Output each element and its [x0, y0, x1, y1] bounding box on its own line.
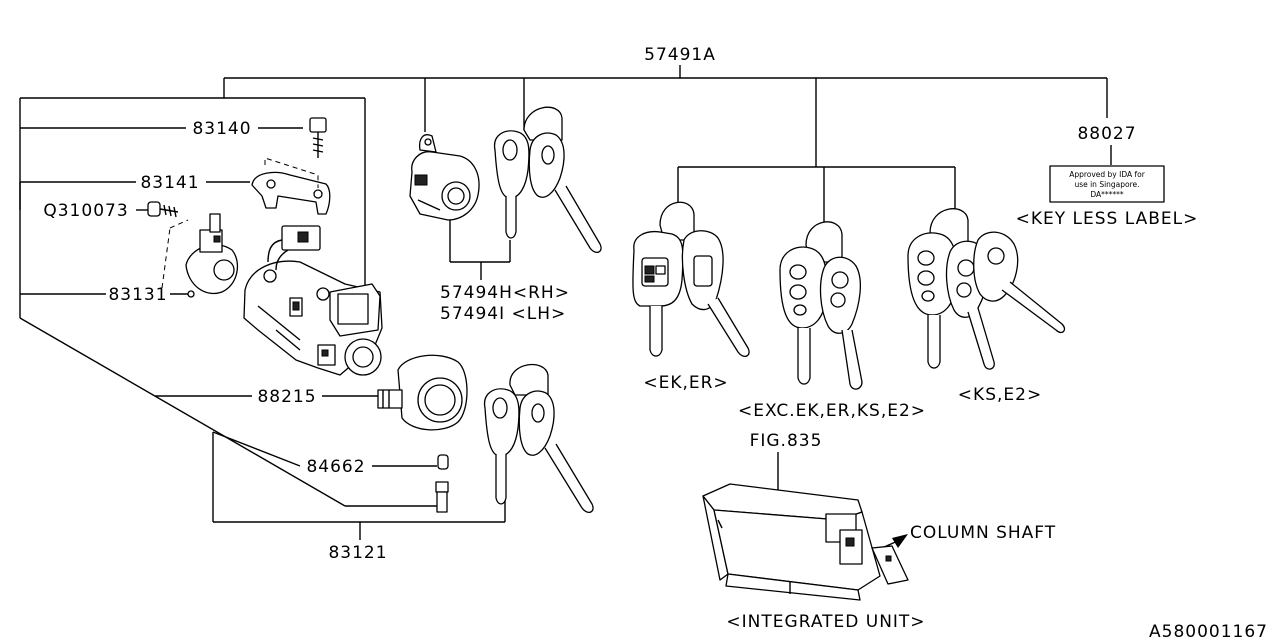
label-variant-ek-er: <EK,ER>: [643, 373, 728, 393]
keyless-key-ek-er-icon: [632, 201, 750, 357]
label-88027: 88027: [1077, 124, 1136, 144]
key-pair-lower-icon: [483, 363, 594, 513]
label-83121: 83121: [328, 543, 387, 563]
label-83140: 83140: [192, 119, 251, 139]
key-cylinder-icon: [409, 134, 480, 221]
label-57494i-lh: 57494I <LH>: [440, 304, 566, 324]
ignition-switch-icon: [161, 213, 239, 298]
label-integrated-unit: <INTEGRATED UNIT>: [726, 612, 925, 632]
label-fig-835: FIG.835: [750, 431, 823, 451]
label-column-shaft: COLUMN SHAFT: [910, 523, 1056, 543]
antenna-ring-icon: [377, 354, 468, 431]
leader-lines: [19, 65, 1112, 549]
screw-icon: [147, 201, 179, 218]
bolt-icon: [309, 117, 327, 158]
label-83131: 83131: [108, 285, 167, 305]
label-card-line1: Approved by IDA for: [1069, 170, 1146, 179]
label-84662: 84662: [306, 457, 365, 477]
clamp-icon: [251, 157, 331, 215]
label-variant-exc: <EXC.EK,ER,KS,E2>: [738, 401, 926, 421]
diagram-id: A580001167: [1149, 622, 1268, 640]
pin-icon: [435, 481, 449, 513]
label-variant-ks-e2: <KS,E2>: [958, 385, 1042, 405]
key-pair-icon: [493, 106, 602, 253]
label-card-line2: use in Singapore.: [1074, 180, 1139, 189]
label-key-less-label: <KEY LESS LABEL>: [1016, 209, 1199, 229]
keyless-label-card: Approved by IDA for use in Singapore. DA…: [1049, 165, 1165, 203]
keyless-key-standard-icon: [779, 221, 863, 390]
part-labels: 57491A 83140 83141 Q310073 83131 88215 8…: [43, 45, 1268, 640]
integrated-unit-icon: [702, 483, 909, 601]
label-88215: 88215: [257, 387, 316, 407]
steering-lock-housing-icon: [243, 225, 383, 376]
label-83141: 83141: [140, 173, 199, 193]
keyless-key-ks-e2-icon: [907, 208, 1066, 370]
label-card-line3: DA******: [1090, 190, 1124, 199]
label-57491a: 57491A: [644, 45, 716, 65]
label-57494h-rh: 57494H<RH>: [440, 283, 570, 303]
bulb-icon: [437, 454, 449, 470]
label-q310073: Q310073: [43, 201, 128, 221]
